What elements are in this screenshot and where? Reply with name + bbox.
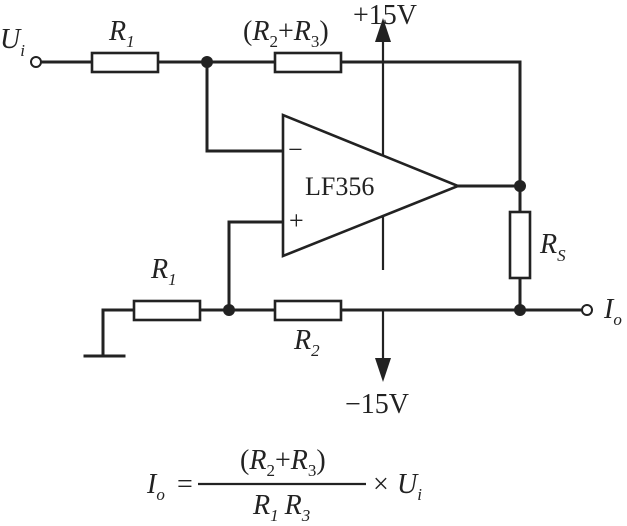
label-r1-bottom: R1 — [150, 254, 177, 289]
junction-dot — [201, 56, 213, 68]
resistor-r1-top — [90, 51, 160, 74]
formula-times: × — [373, 469, 389, 500]
label-supply-positive: +15V — [353, 0, 417, 31]
opamp-label: LF356 — [305, 172, 374, 201]
arrow-down-icon — [375, 358, 391, 382]
label-r1-top: R1 — [108, 16, 135, 51]
label-r2-plus-r3: (R2+R3) — [243, 16, 329, 51]
opamp-triangle — [281, 113, 462, 258]
resistor-r2-bottom — [273, 299, 343, 322]
opamp-plus-sign: + — [289, 206, 304, 235]
formula-equals: = — [177, 469, 193, 500]
resistor-rs — [508, 210, 532, 280]
arrow-up-icon — [375, 18, 391, 42]
resistor-r2-r3 — [273, 51, 343, 74]
label-r2-bottom: R2 — [293, 325, 320, 360]
formula-lhs: Io — [146, 469, 165, 504]
output-terminal — [581, 304, 593, 316]
label-supply-negative: −15V — [345, 389, 409, 420]
input-label: Ui — [0, 24, 25, 60]
output-label: Io — [603, 294, 622, 329]
formula-numerator: (R2+R3) — [240, 445, 326, 480]
resistor-r1-bottom — [132, 299, 202, 322]
junction-dot — [514, 304, 526, 316]
junction-dot — [223, 304, 235, 316]
formula-rhs: Ui — [397, 469, 422, 504]
input-terminal — [30, 56, 42, 68]
label-rs: RS — [539, 229, 566, 265]
opamp-minus-sign: − — [288, 135, 303, 164]
junction-dot — [514, 180, 526, 192]
